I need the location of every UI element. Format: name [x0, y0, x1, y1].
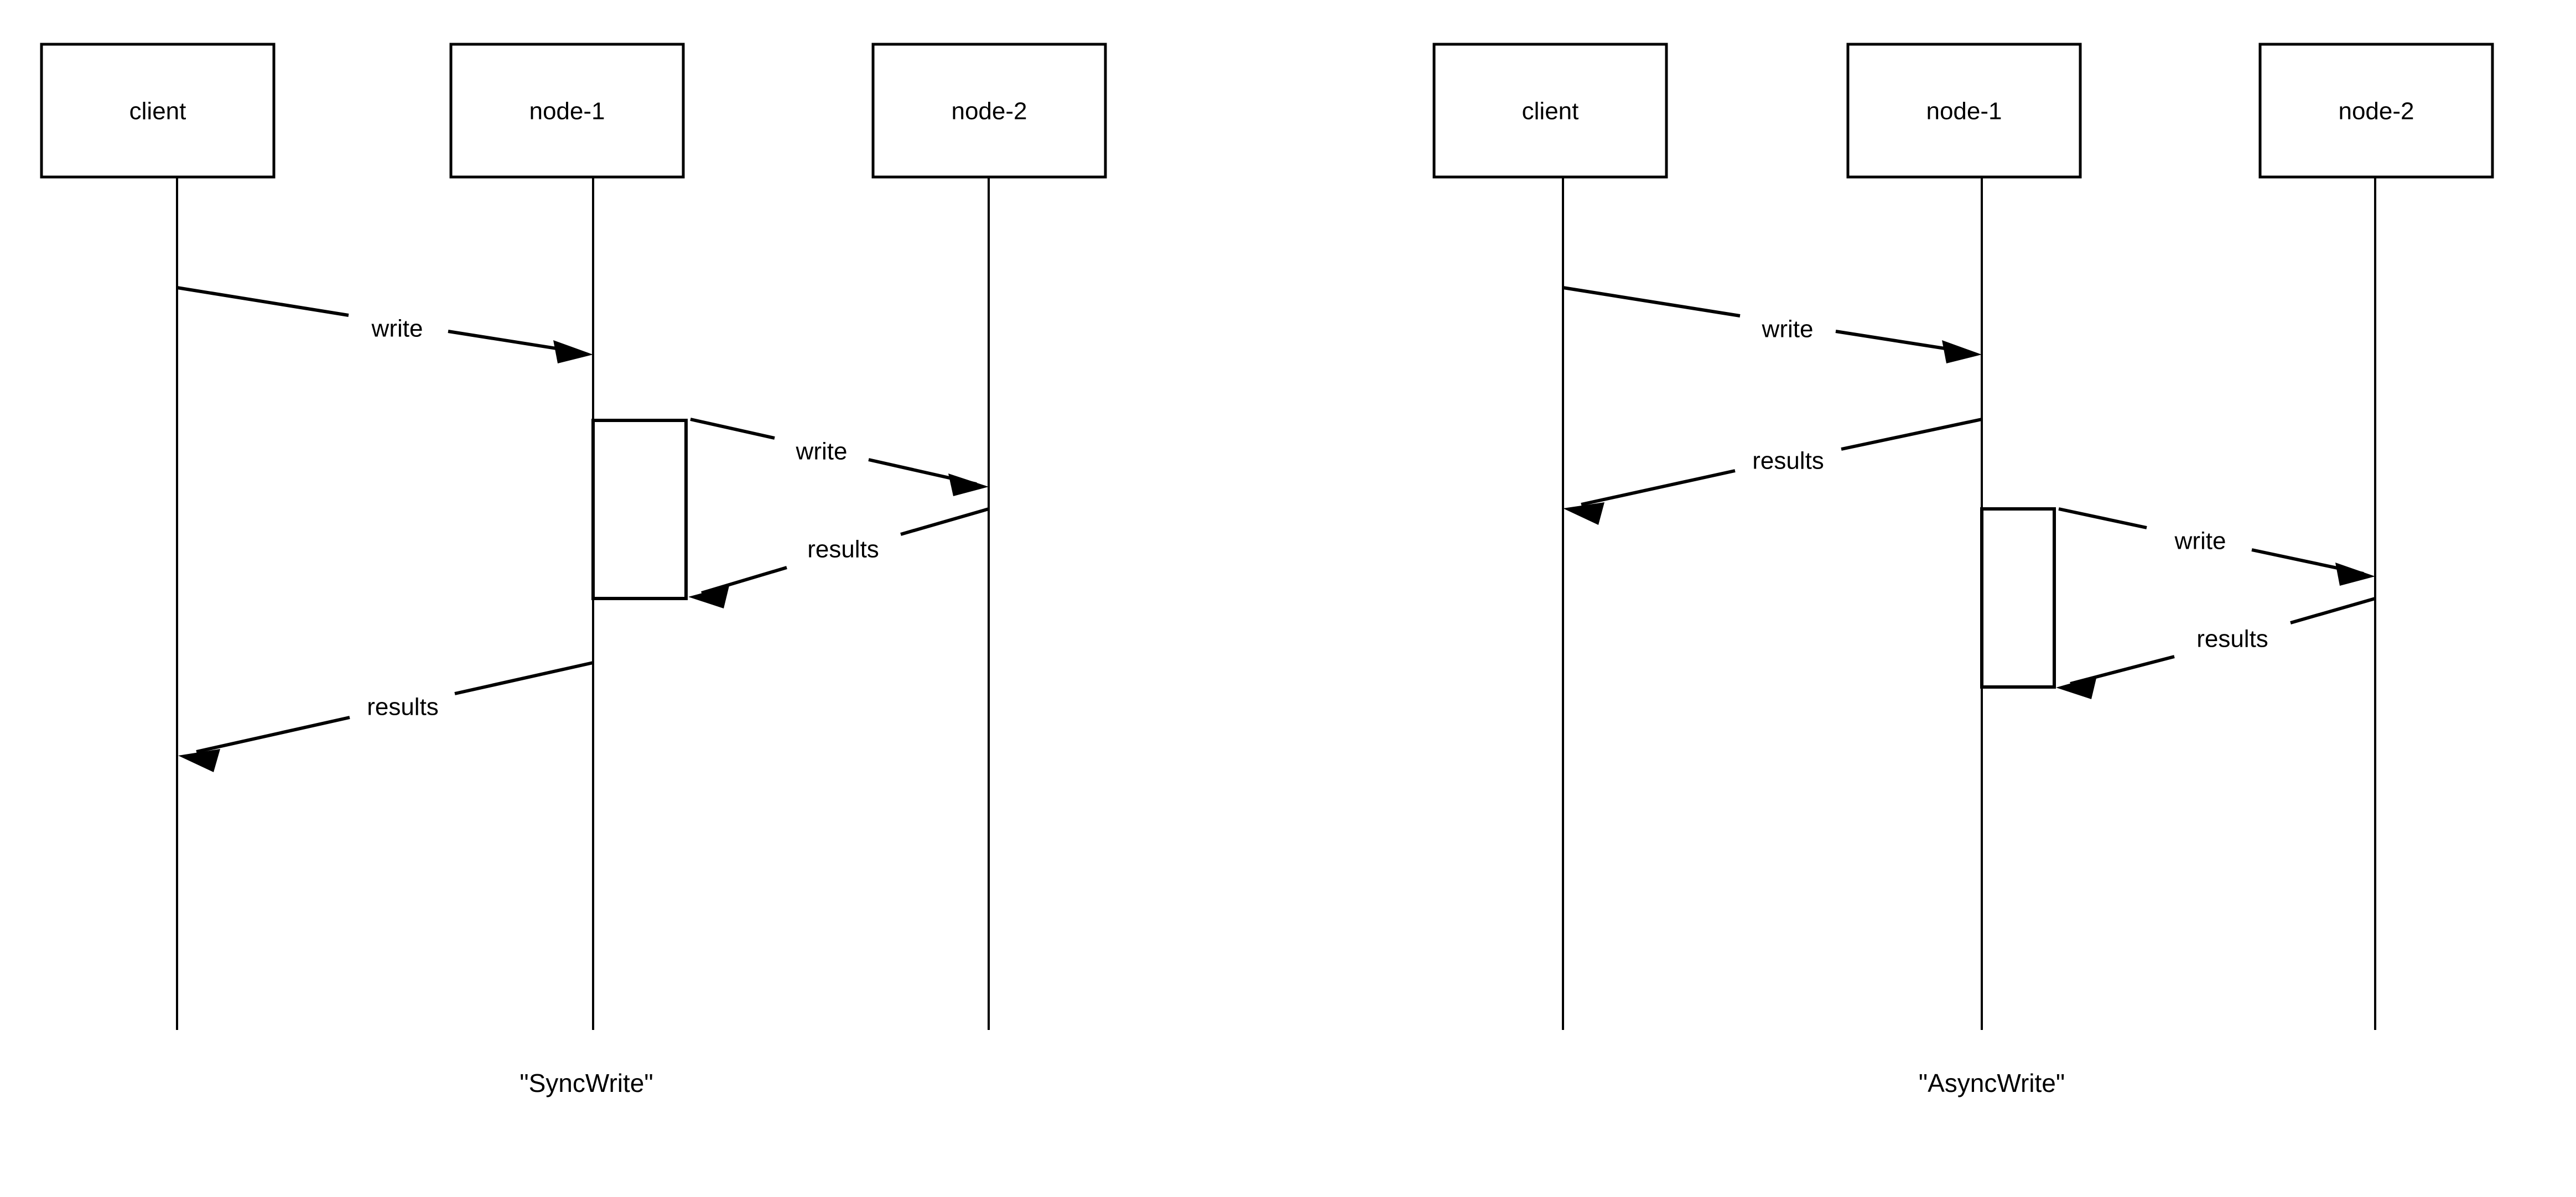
diagram-caption-sync-write: "SyncWrite"	[520, 1069, 653, 1097]
message-label-results-1: results	[1752, 447, 1824, 475]
participant-box-node-1[interactable]	[449, 43, 685, 179]
arrowhead-icon	[948, 473, 989, 496]
message-results-node-2-to-node-1: results	[688, 507, 989, 608]
message-label-write-2: write	[2174, 528, 2226, 555]
participant-node-1[interactable]: node-1	[1846, 43, 2082, 1030]
arrowhead-icon	[553, 340, 593, 363]
participant-box-client[interactable]	[1432, 43, 1668, 179]
message-write-client-to-node-1: write	[1562, 286, 1982, 363]
message-label-write-1: write	[1762, 316, 1814, 343]
arrowhead-icon	[688, 586, 729, 608]
participant-label-client: client	[129, 98, 186, 125]
message-label-write-1: write	[371, 315, 423, 342]
participant-node-2[interactable]: node-2	[871, 43, 1107, 1030]
participant-client[interactable]: client	[1432, 43, 1668, 1030]
participant-label-node-1: node-1	[1926, 98, 2002, 125]
message-results-node-2-to-node-1: results	[2056, 597, 2376, 699]
message-label-results-2: results	[2196, 626, 2268, 653]
arrowhead-icon	[1563, 502, 1604, 525]
message-write-node-1-to-node-2: write	[690, 418, 989, 496]
diagram-sync-write: client node-1 node-2 wr	[40, 43, 1107, 1097]
message-label-write-2: write	[796, 438, 848, 465]
message-write-client-to-node-1: write	[176, 286, 593, 363]
participant-label-client: client	[1522, 98, 1579, 125]
participant-label-node-1: node-1	[529, 98, 605, 125]
arrowhead-icon	[1942, 340, 1982, 363]
diagram-async-write: client node-1 node-2 wr	[1432, 43, 2494, 1097]
participant-label-node-2: node-2	[951, 98, 1027, 125]
participant-box-node-1[interactable]	[1846, 43, 2082, 179]
participant-node-1[interactable]: node-1	[449, 43, 685, 1030]
participant-box-node-2[interactable]	[871, 43, 1107, 179]
activation-bar-node-1	[591, 419, 688, 600]
message-write-node-1-to-node-2: write	[2058, 507, 2375, 586]
message-results-node-1-to-client: results	[1563, 418, 1982, 525]
participant-node-2[interactable]: node-2	[2258, 43, 2494, 1030]
message-results-node-1-to-client: results	[178, 661, 594, 772]
arrowhead-icon	[2056, 676, 2097, 699]
arrowhead-icon	[2335, 563, 2375, 586]
diagram-caption-async-write: "AsyncWrite"	[1919, 1069, 2065, 1097]
participant-box-client[interactable]	[40, 43, 276, 179]
participant-label-node-2: node-2	[2338, 98, 2414, 125]
message-label-results-1: results	[807, 536, 879, 563]
arrowhead-icon	[178, 749, 220, 772]
activation-bar-node-1	[1980, 507, 2056, 689]
participant-client[interactable]: client	[40, 43, 276, 1030]
message-label-results-2: results	[367, 694, 439, 721]
